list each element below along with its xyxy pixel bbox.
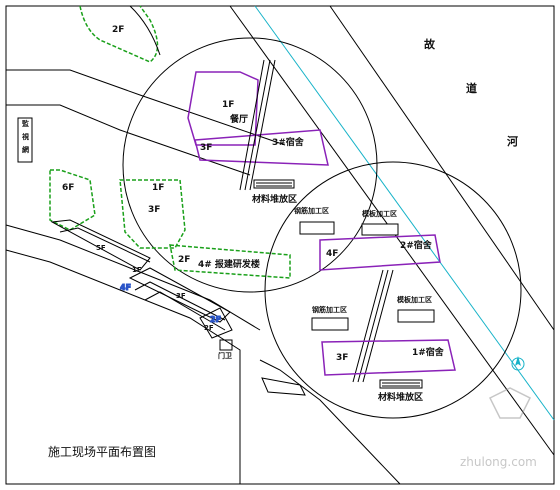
canteen-label: 餐厅 <box>229 113 248 125</box>
svg-text:4F: 4F <box>120 283 131 292</box>
rebar-bottom-box <box>311 317 349 331</box>
svg-text:2F: 2F <box>210 315 221 324</box>
watermark: zhulong.com <box>460 387 537 469</box>
blue-markers: 4F 2F <box>120 283 222 325</box>
topleft-floor-label: 2F <box>112 25 124 35</box>
road-label-char-1: 故 <box>424 37 436 51</box>
crane-boom-bottom <box>352 269 394 383</box>
dorm1-floor: 3F <box>336 353 348 363</box>
compass-icon <box>511 356 525 371</box>
barrack-label-a: 5F <box>96 244 106 252</box>
dorm3-label: 3#宿舍 <box>272 136 305 148</box>
dorm3-floor: 3F <box>200 143 212 153</box>
gate-box <box>219 339 233 351</box>
side-box-char-2: 視 <box>21 132 29 141</box>
crane-circle-top <box>122 37 378 293</box>
side-box <box>17 117 33 163</box>
road-label-char-2: 道 <box>466 81 477 95</box>
office-floor: 2F <box>178 255 190 265</box>
barrack-label-c: 3F <box>176 292 186 300</box>
barracks <box>50 219 233 339</box>
dorm2-outline <box>319 234 441 271</box>
barrack-label-b: 1F <box>132 266 142 274</box>
formwork-bottom-label: 模板加工区 <box>397 295 432 304</box>
rebar-bottom-label: 钢筋加工区 <box>312 305 347 314</box>
side-box-char-3: 網 <box>22 145 29 154</box>
office-building-label: 4# 报建研发楼 <box>198 258 260 270</box>
dorm1-outline <box>321 339 456 376</box>
green-left-building <box>49 169 186 249</box>
material-top-label: 材料堆放区 <box>251 193 297 205</box>
road-label: 故 道 河 <box>424 37 518 148</box>
crane-radius-circles <box>122 37 522 419</box>
crane-circle-bottom <box>264 161 522 419</box>
formwork-bottom-box <box>397 309 435 323</box>
dorm2-label: 2#宿舍 <box>400 239 433 251</box>
barrack-label-d: 2F <box>204 324 214 332</box>
rebar-top-label: 钢筋加工区 <box>294 206 329 215</box>
office-building-outline <box>169 244 291 279</box>
formwork-top-label: 模板加工区 <box>362 209 397 218</box>
canteen-outline <box>187 71 259 146</box>
material-area-bottom <box>379 379 423 389</box>
left-road-lines <box>5 69 401 485</box>
green-mid-floor: 3F <box>148 205 160 215</box>
drawing-border <box>5 5 555 485</box>
bottom-parking <box>261 377 306 396</box>
road-label-char-3: 河 <box>507 134 518 148</box>
dorm1-label: 1#宿舍 <box>412 346 445 358</box>
green-left-floor: 6F <box>62 183 74 193</box>
plan-title: 施工现场平面布置图 <box>48 445 156 459</box>
side-box-char-1: 監 <box>22 119 29 128</box>
formwork-top-box <box>361 223 399 236</box>
canteen-floor: 1F <box>222 100 234 110</box>
top-left-green-area <box>79 5 161 63</box>
watermark-text: zhulong.com <box>460 455 537 469</box>
dorm2-floor: 4F <box>326 249 338 259</box>
green-small-floor: 1F <box>152 183 164 193</box>
material-area-top <box>253 179 295 189</box>
material-bottom-label: 材料堆放区 <box>377 391 423 403</box>
rebar-top-box <box>299 221 335 235</box>
dorm3-outline <box>194 129 329 166</box>
gate-label: 门卫 <box>218 351 232 360</box>
crane-boom-top <box>239 59 276 191</box>
